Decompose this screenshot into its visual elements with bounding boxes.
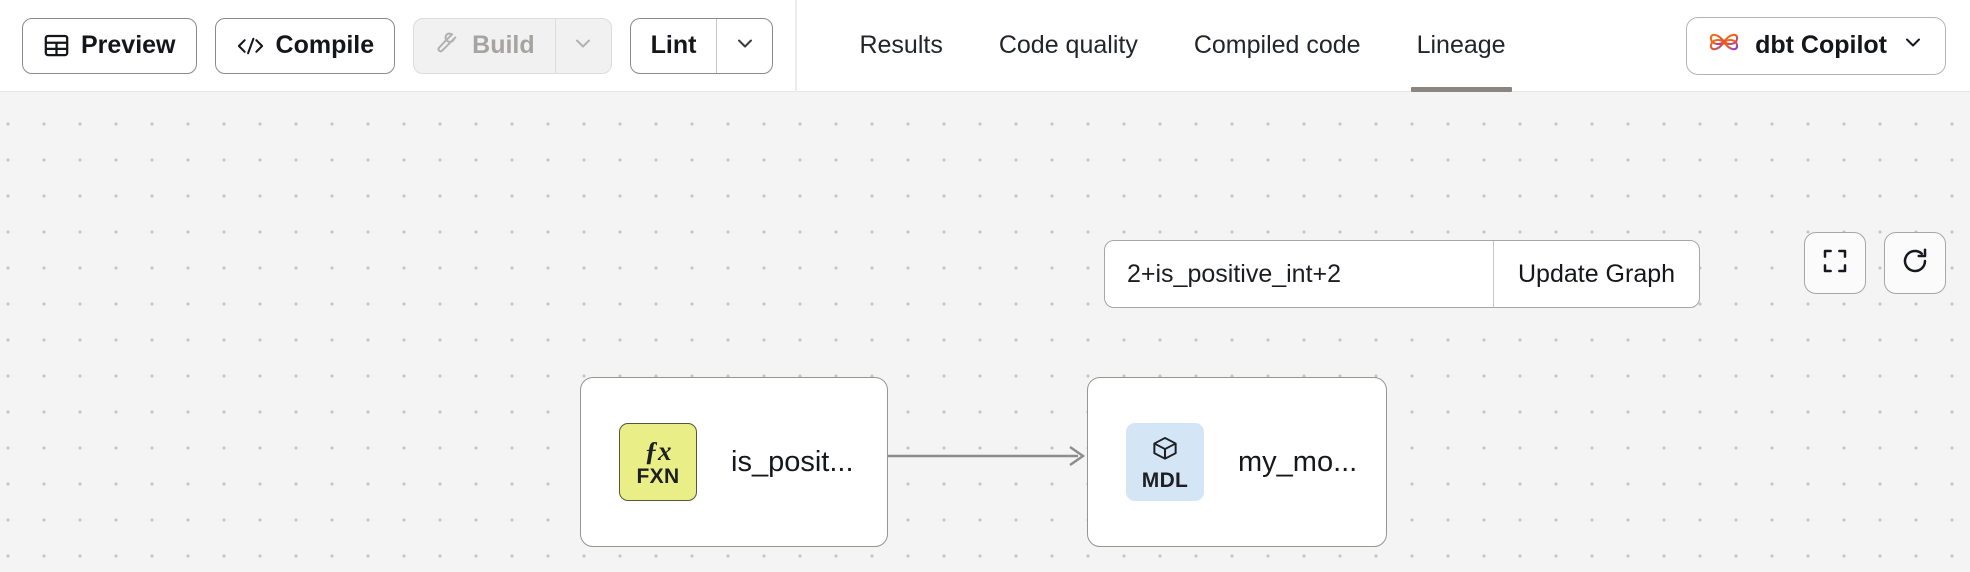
lineage-canvas[interactable]: Update Graph: [0, 92, 1970, 572]
fxn-badge-label: FXN: [636, 464, 680, 488]
build-button: Build: [414, 19, 555, 73]
tab-results[interactable]: Results: [831, 0, 970, 92]
update-graph-button[interactable]: Update Graph: [1493, 241, 1699, 307]
chevron-down-icon: [1901, 30, 1925, 61]
lineage-edge-fxn-to-mdl: [880, 446, 1086, 466]
chevron-down-icon: [571, 31, 595, 60]
wrench-icon: [434, 29, 461, 63]
refresh-icon: [1900, 246, 1930, 281]
table-icon: [43, 32, 70, 59]
lint-button-label: Lint: [650, 31, 697, 59]
toolbar-divider: [795, 0, 798, 92]
build-dropdown-toggle: [554, 18, 611, 73]
fxn-badge: ƒx FXN: [619, 423, 697, 501]
cube-icon: [1150, 434, 1180, 469]
dbt-copilot-atom-icon: [1707, 26, 1741, 65]
build-button-label: Build: [472, 31, 535, 59]
lineage-node-mdl-label: my_mo...: [1238, 445, 1358, 478]
mdl-badge: MDL: [1126, 423, 1204, 501]
lint-button[interactable]: Lint: [631, 19, 717, 73]
tab-code-quality-label: Code quality: [998, 31, 1138, 59]
tab-results-label: Results: [859, 31, 943, 59]
tab-lineage[interactable]: Lineage: [1389, 0, 1534, 92]
refresh-button[interactable]: [1884, 232, 1946, 294]
chevron-down-icon: [733, 31, 757, 60]
tab-code-quality[interactable]: Code quality: [971, 0, 1166, 92]
lineage-node-fxn[interactable]: ƒx FXN is_posit...: [580, 377, 888, 547]
lint-split-button: Lint: [629, 17, 774, 74]
action-button-group: Preview Compile: [0, 0, 774, 91]
lint-dropdown-toggle[interactable]: [716, 18, 772, 73]
build-split-button: Build: [413, 17, 612, 74]
fx-glyph: ƒx: [644, 435, 672, 466]
copilot-area: dbt Copilot: [1686, 16, 1970, 75]
code-brackets-icon: [236, 34, 265, 58]
compile-button[interactable]: Compile: [214, 17, 396, 74]
dbt-copilot-button[interactable]: dbt Copilot: [1686, 16, 1946, 75]
graph-selector-control: Update Graph: [1104, 240, 1701, 308]
tab-compiled-code-label: Compiled code: [1193, 31, 1361, 59]
tab-bar: Results Code quality Compiled code Linea…: [831, 0, 1533, 92]
lineage-node-fxn-label: is_posit...: [731, 445, 854, 478]
canvas-controls: [1804, 232, 1946, 294]
preview-button-label: Preview: [81, 31, 176, 59]
fit-to-screen-button[interactable]: [1804, 232, 1866, 294]
lineage-node-mdl[interactable]: MDL my_mo...: [1087, 377, 1387, 547]
graph-selector-input[interactable]: [1105, 241, 1493, 307]
mdl-badge-label: MDL: [1141, 468, 1189, 492]
top-toolbar: Preview Compile: [0, 0, 1970, 92]
tab-lineage-label: Lineage: [1416, 31, 1506, 59]
tab-compiled-code[interactable]: Compiled code: [1166, 0, 1389, 92]
fit-to-screen-icon: [1820, 246, 1850, 281]
compile-button-label: Compile: [275, 31, 375, 59]
preview-button[interactable]: Preview: [22, 17, 197, 74]
dbt-copilot-label: dbt Copilot: [1755, 31, 1887, 59]
